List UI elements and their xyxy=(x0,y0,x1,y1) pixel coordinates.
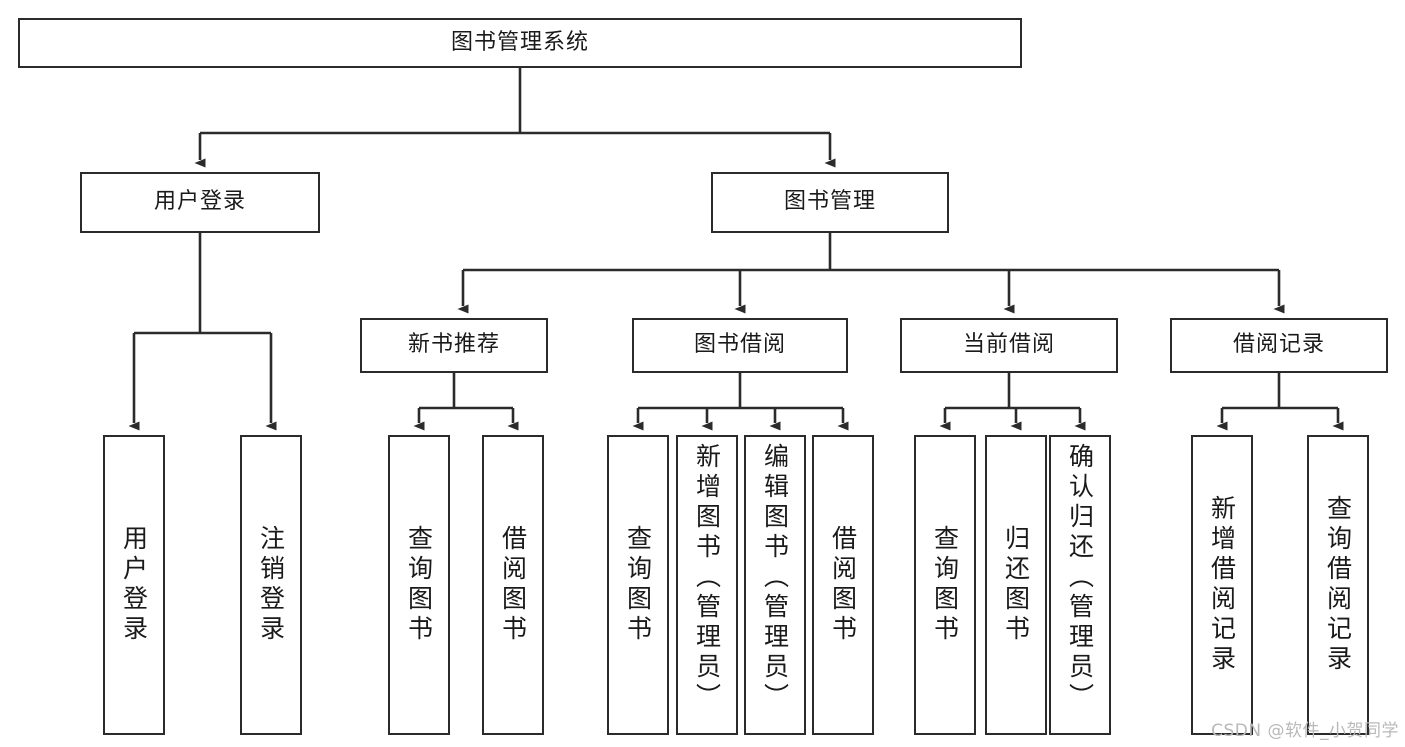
node-book-borrow-label: 图书借阅 xyxy=(693,332,786,358)
node-leaf-confirm-return[interactable]: 确认归还（管理员） xyxy=(1049,435,1111,735)
node-leaf-user-login-label: 用户登录 xyxy=(119,525,149,645)
node-book-manage[interactable]: 图书管理 xyxy=(711,172,949,233)
node-book-manage-label: 图书管理 xyxy=(783,189,876,215)
node-leaf-borrow-book-2[interactable]: 借阅图书 xyxy=(812,435,874,735)
node-leaf-query-book-3-label: 查询图书 xyxy=(930,525,960,645)
node-borrow-record[interactable]: 借阅记录 xyxy=(1170,318,1388,373)
node-current-borrow-label: 当前借阅 xyxy=(962,332,1055,358)
node-new-book-rec-label: 新书推荐 xyxy=(407,332,500,358)
node-leaf-borrow-book-1[interactable]: 借阅图书 xyxy=(482,435,544,735)
node-current-borrow[interactable]: 当前借阅 xyxy=(900,318,1118,373)
node-new-book-rec[interactable]: 新书推荐 xyxy=(360,318,548,373)
node-leaf-query-book-1[interactable]: 查询图书 xyxy=(388,435,450,735)
node-leaf-edit-book[interactable]: 编辑图书（管理员） xyxy=(744,435,806,735)
node-leaf-query-record[interactable]: 查询借阅记录 xyxy=(1307,435,1369,735)
node-leaf-query-book-3[interactable]: 查询图书 xyxy=(914,435,976,735)
node-leaf-add-book[interactable]: 新增图书（管理员） xyxy=(676,435,738,735)
node-leaf-query-record-label: 查询借阅记录 xyxy=(1323,495,1353,675)
node-borrow-record-label: 借阅记录 xyxy=(1232,332,1325,358)
node-leaf-edit-book-label: 编辑图书（管理员） xyxy=(760,443,790,713)
node-leaf-add-book-label: 新增图书（管理员） xyxy=(692,443,722,713)
node-user-login-label: 用户登录 xyxy=(153,189,246,215)
node-leaf-logout-label: 注销登录 xyxy=(256,525,286,645)
node-leaf-user-login[interactable]: 用户登录 xyxy=(103,435,165,735)
node-leaf-confirm-return-label: 确认归还（管理员） xyxy=(1065,443,1095,713)
node-leaf-query-book-2[interactable]: 查询图书 xyxy=(607,435,669,735)
node-leaf-return-book-label: 归还图书 xyxy=(1001,525,1031,645)
node-root-label: 图书管理系统 xyxy=(450,29,589,55)
node-leaf-borrow-book-1-label: 借阅图书 xyxy=(498,525,528,645)
node-user-login[interactable]: 用户登录 xyxy=(80,172,320,233)
node-leaf-query-book-1-label: 查询图书 xyxy=(404,525,434,645)
node-leaf-add-record[interactable]: 新增借阅记录 xyxy=(1191,435,1253,735)
node-root[interactable]: 图书管理系统 xyxy=(18,18,1022,68)
node-book-borrow[interactable]: 图书借阅 xyxy=(632,318,848,373)
node-leaf-return-book[interactable]: 归还图书 xyxy=(985,435,1047,735)
node-leaf-borrow-book-2-label: 借阅图书 xyxy=(828,525,858,645)
node-leaf-logout[interactable]: 注销登录 xyxy=(240,435,302,735)
node-leaf-add-record-label: 新增借阅记录 xyxy=(1207,495,1237,675)
node-leaf-query-book-2-label: 查询图书 xyxy=(623,525,653,645)
